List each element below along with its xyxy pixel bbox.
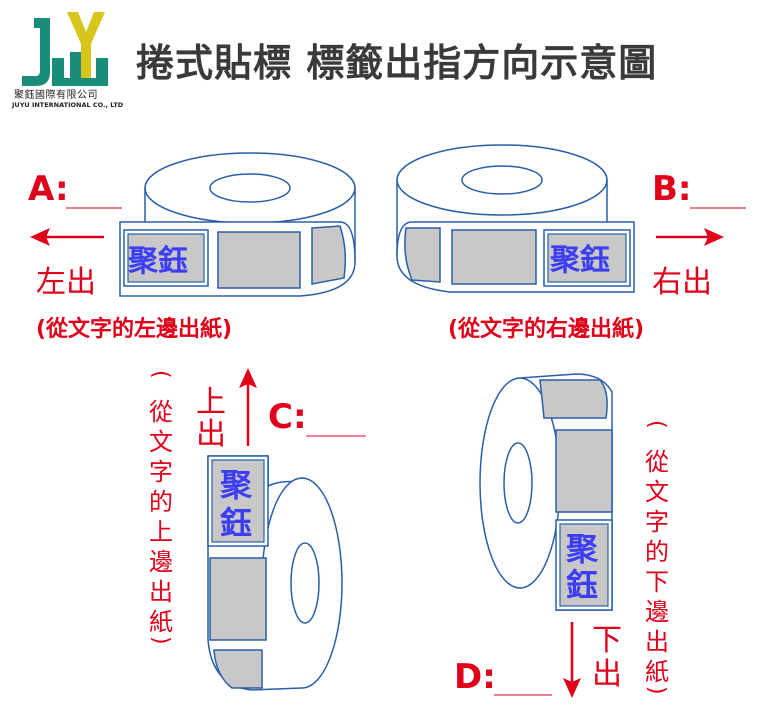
note-c-0: ( xyxy=(148,370,173,379)
arrowhead-left-a xyxy=(30,228,50,246)
logo-company-name-cn: 聚鈺國際有限公司 xyxy=(14,90,98,101)
note-d-0: ( xyxy=(644,420,669,429)
note-d-4: 的 xyxy=(645,538,669,566)
note-c-3: 字 xyxy=(149,458,173,486)
note-d: ( 從 文 字 的 下 邊 出 紙 ) xyxy=(644,420,669,695)
note-d-9: ) xyxy=(644,686,669,695)
code-d: D: xyxy=(454,657,496,697)
chip-text-d-2: 鈺 xyxy=(566,566,598,604)
note-c: ( 從 文 字 的 上 邊 出 紙 ) xyxy=(148,370,173,645)
dir-b: 右出 xyxy=(652,265,712,300)
note-c-7: 出 xyxy=(149,578,173,606)
note-d-3: 字 xyxy=(645,508,669,536)
chip-text-d-1: 聚 xyxy=(565,530,599,568)
note-d-1: 從 xyxy=(645,448,669,476)
arrowhead-right-b xyxy=(704,228,724,246)
note-a: (從文字的左邊出紙) xyxy=(36,316,232,342)
note-c-8: 紙 xyxy=(149,608,173,636)
note-c-1: 從 xyxy=(149,398,173,426)
company-logo xyxy=(22,12,108,86)
dir-c-1: 上 xyxy=(196,385,226,420)
note-d-7: 出 xyxy=(645,628,669,656)
code-c: C: xyxy=(268,397,307,437)
note-d-2: 文 xyxy=(645,478,669,506)
arrowhead-up-c xyxy=(239,368,257,388)
dir-d-1: 下 xyxy=(592,623,622,658)
note-c-4: 的 xyxy=(149,488,173,516)
chip-text-a: 聚鈺 xyxy=(127,244,188,279)
note-d-5: 下 xyxy=(645,568,669,596)
note-d-8: 紙 xyxy=(645,658,669,686)
page-title: 捲式貼標 標籤出指方向示意圖 xyxy=(136,41,658,85)
note-b: (從文字的右邊出紙) xyxy=(448,316,644,342)
note-c-6: 邊 xyxy=(149,548,173,576)
roll-d: 聚 鈺 xyxy=(479,373,613,611)
logo-company-name-en: JUYU INTERNATIONAL CO., LTD xyxy=(12,101,124,109)
roll-c: 聚 鈺 xyxy=(207,455,343,691)
note-c-5: 上 xyxy=(149,518,173,546)
note-c-9: ) xyxy=(148,636,173,645)
note-d-6: 邊 xyxy=(645,598,669,626)
roll-b: 聚鈺 xyxy=(396,144,635,293)
dir-c-2: 出 xyxy=(196,417,226,452)
code-a: A: xyxy=(28,169,69,209)
chip-text-c-1: 聚 xyxy=(219,466,253,504)
arrowhead-down-d xyxy=(563,678,581,698)
dir-d-2: 出 xyxy=(592,657,622,692)
code-b: B: xyxy=(652,169,692,209)
roll-a: 聚鈺 xyxy=(119,152,356,297)
dir-a: 左出 xyxy=(36,265,96,300)
chip-text-b: 聚鈺 xyxy=(549,243,610,278)
note-c-2: 文 xyxy=(149,428,173,456)
chip-text-c-2: 鈺 xyxy=(220,504,252,542)
